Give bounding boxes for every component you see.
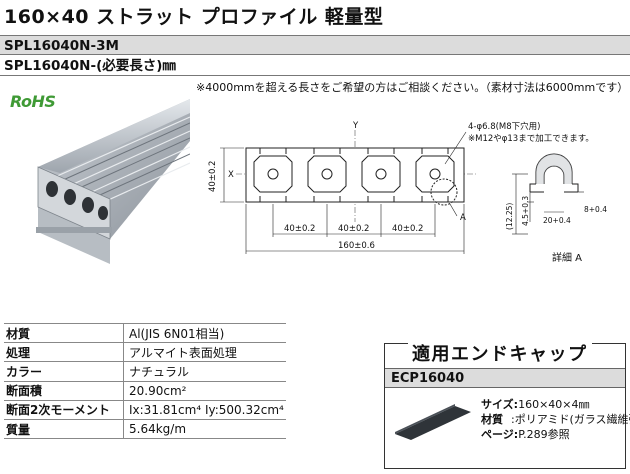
length-note: ※4000mmを超える長さをご希望の方はご相談ください。（素材寸法は6000mm… [196, 81, 629, 94]
detail-dimension-2: 4.5+0.3 [521, 196, 530, 226]
endcap-image [395, 404, 471, 440]
endcap-code: ECP16040 [385, 368, 625, 388]
axis-y-label: Y [352, 121, 359, 131]
detail-dimension-1: (12.25) [505, 203, 514, 230]
endcap-material: 材質:ポリアミド(ガラス繊維強化) [481, 413, 630, 426]
detail-dimension-3: 20+0.4 [543, 216, 571, 225]
rohs-logo: RoHS [10, 92, 56, 111]
hole-note-2: ※M12やφ13まで加工できます。 [468, 133, 594, 144]
pitch-dimension-2: 40±0.2 [338, 224, 369, 234]
cross-section-drawing: Y X 4-φ6.8(M8下穴用) ※M12やφ13まで加工できます。 A 40… [208, 121, 607, 254]
pitch-dimension-1: 40±0.2 [284, 224, 315, 234]
detail-label: 詳細 A [552, 253, 583, 264]
endcap-size: サイズ:160×40×4㎜ [481, 398, 590, 411]
table-row: カラーナチュラル [4, 361, 286, 382]
endcap-title: 適用エンドキャップ [408, 340, 592, 366]
product-code-fixed: SPL16040N-3M [0, 35, 630, 55]
hole-note-1: 4-φ6.8(M8下穴用) [468, 121, 540, 132]
endcap-page: ページ:P.289参照 [481, 428, 570, 441]
height-dimension: 40±0.2 [208, 161, 218, 192]
detail-dimension-4: 8+0.4 [584, 205, 607, 214]
table-row: 処理アルマイト表面処理 [4, 342, 286, 363]
detail-marker: A [460, 213, 466, 223]
pitch-dimension-3: 40±0.2 [392, 224, 423, 234]
product-code-custom: SPL16040N-(必要長さ)㎜ [0, 56, 630, 76]
profile-photo [36, 99, 190, 264]
axis-x-label: X [228, 170, 234, 180]
overall-width-dimension: 160±0.6 [338, 241, 375, 251]
page-title: 160×40 ストラット プロファイル 軽量型 [4, 6, 384, 28]
